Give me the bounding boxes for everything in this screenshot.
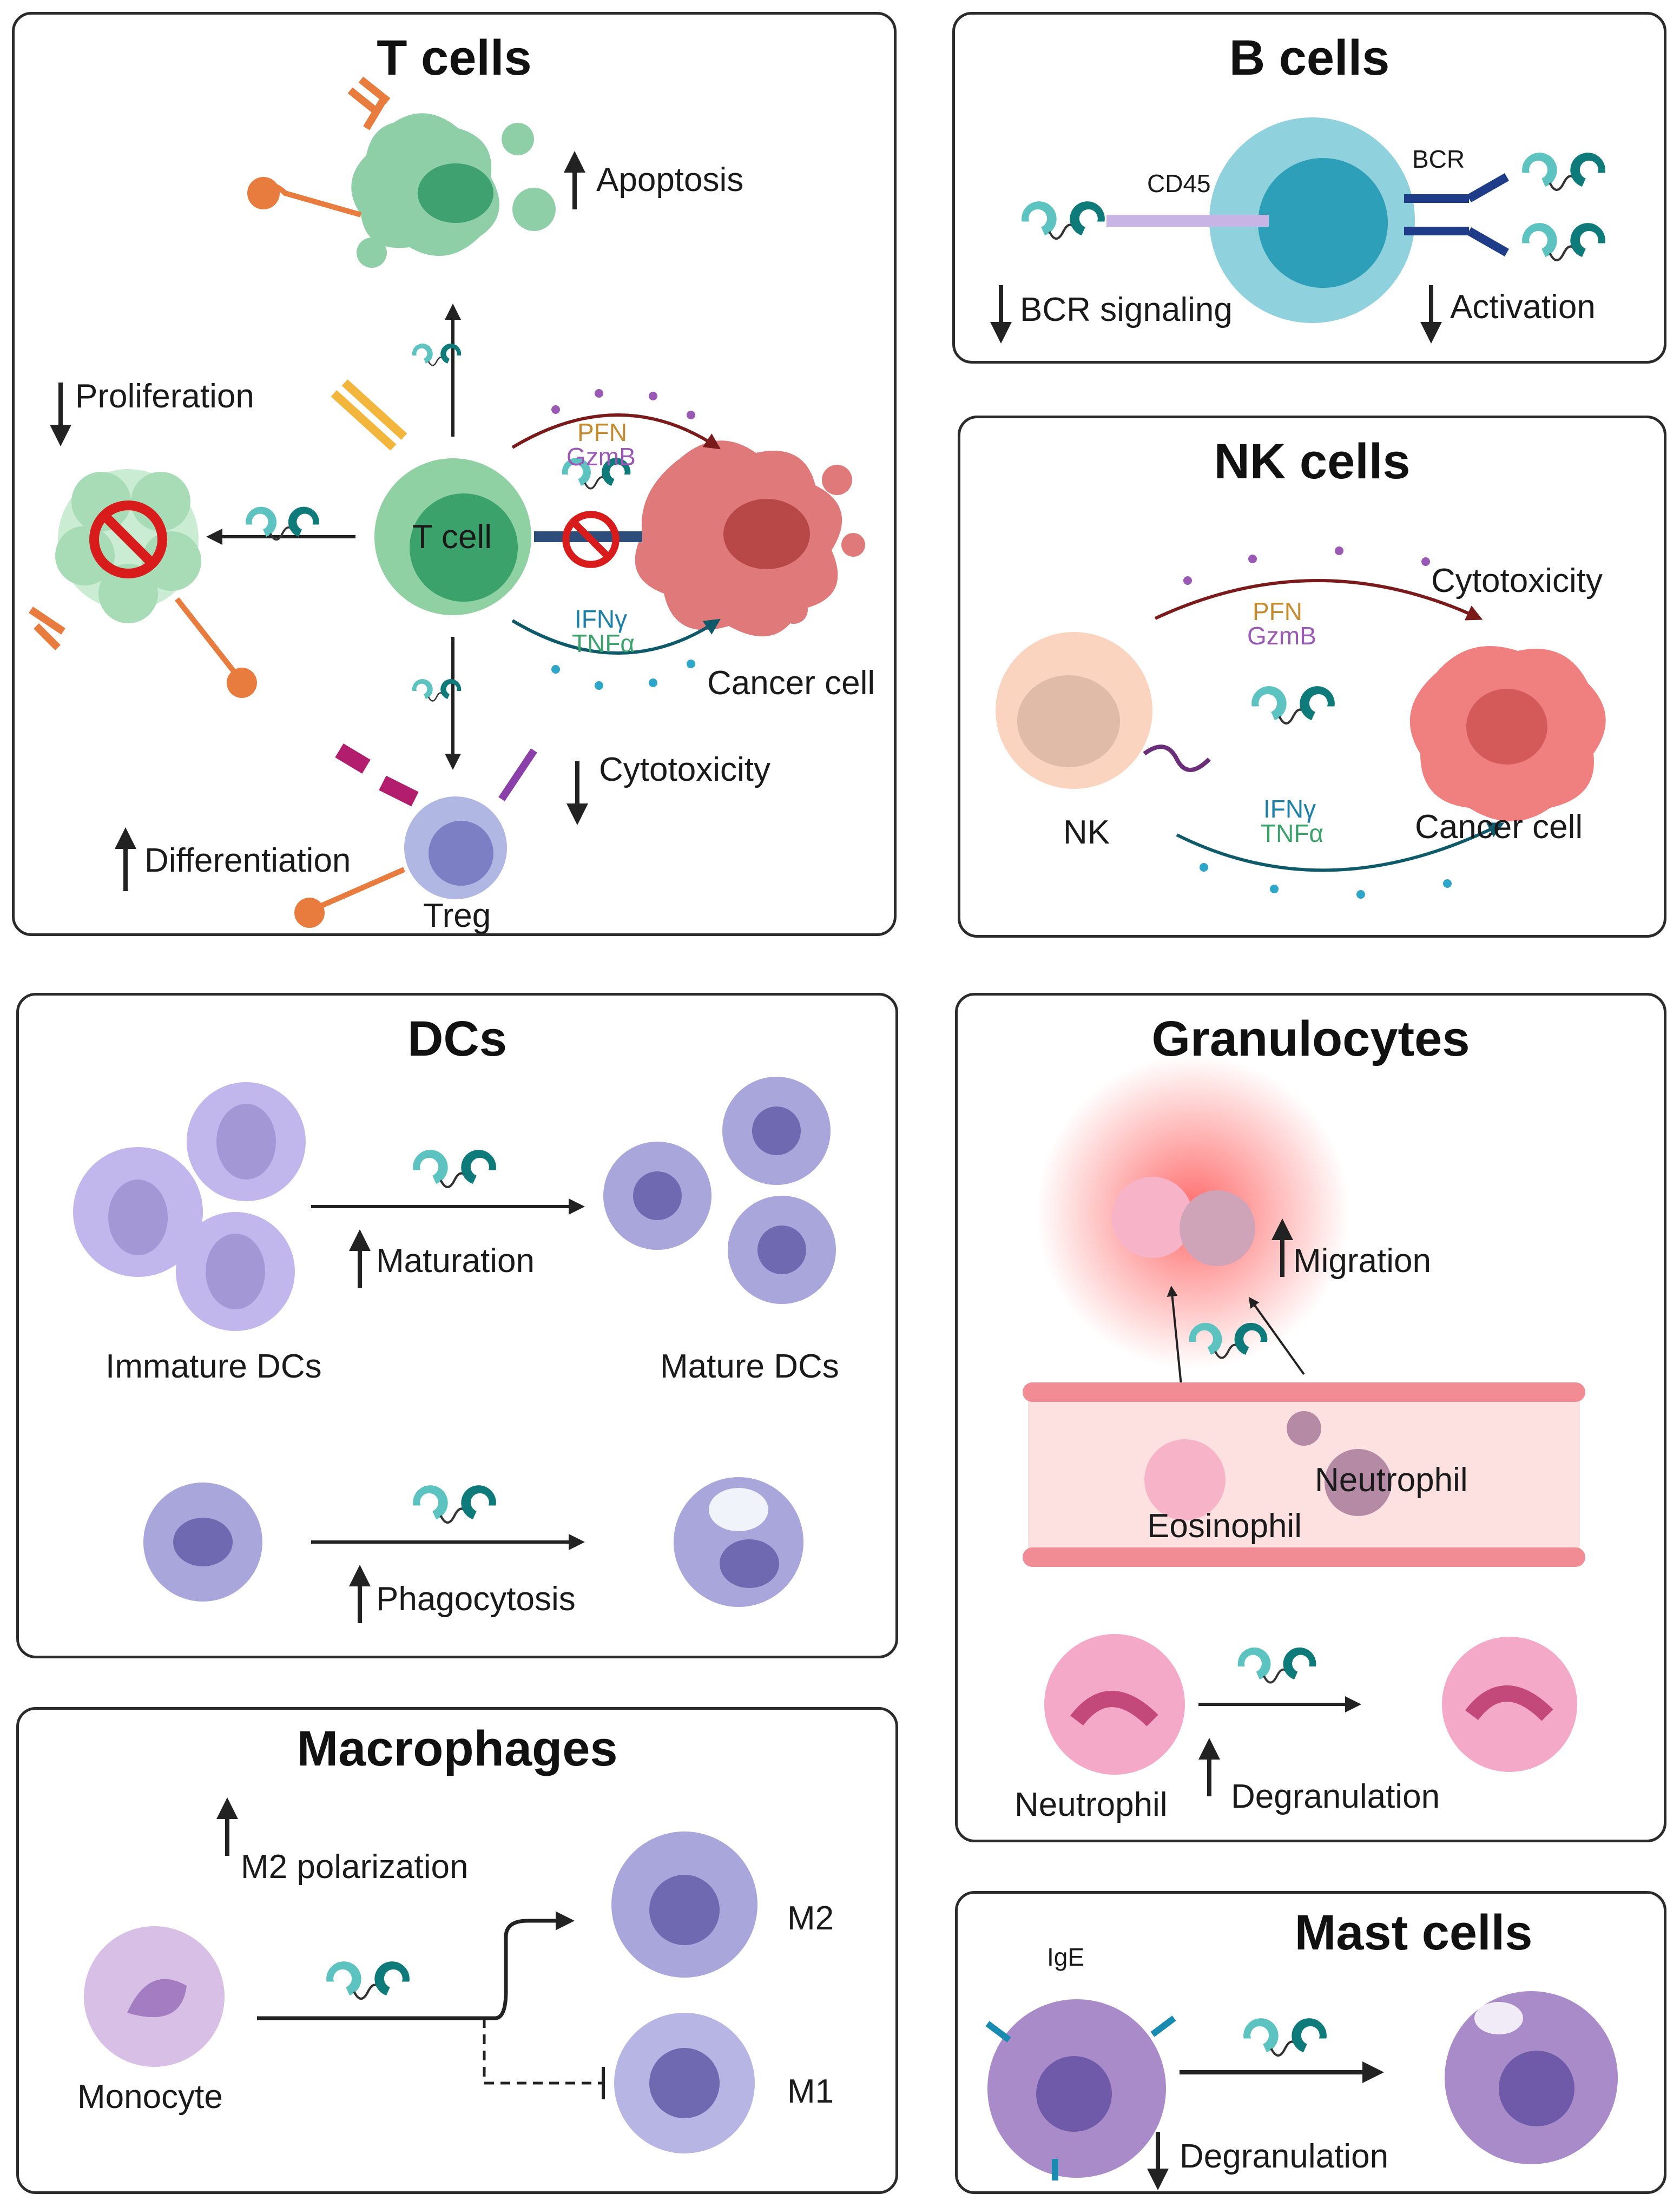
ige-label: IgE xyxy=(1047,1943,1085,1971)
bcr-label: BCR xyxy=(1412,145,1465,173)
maturation-label: Maturation xyxy=(376,1242,535,1280)
blood-vessel xyxy=(1023,1382,1585,1567)
immature-dcs-label: Immature DCs xyxy=(106,1348,322,1385)
mast-cells-illustration xyxy=(985,1991,1618,2190)
cancer-cell-label: Cancer cell xyxy=(707,664,875,702)
proliferation-label: Proliferation xyxy=(75,378,254,415)
cytotoxicity-label: Cytotoxicity xyxy=(1431,562,1603,599)
panel-title: B cells xyxy=(1229,30,1390,85)
degranulation-label: Degranulation xyxy=(1231,1778,1440,1815)
ifng-label: IFNγ xyxy=(575,605,628,633)
panel-title: NK cells xyxy=(1214,434,1411,489)
tnfa-label: TNFα xyxy=(572,629,635,657)
panel-title: DCs xyxy=(407,1011,508,1066)
t-cell xyxy=(331,379,531,615)
nk-cell xyxy=(996,632,1211,789)
degranulation-label: Degranulation xyxy=(1180,2138,1389,2175)
panel-title: Mast cells xyxy=(1294,1905,1533,1960)
treg-cell xyxy=(294,743,537,928)
nk-cells-illustration xyxy=(996,546,1606,899)
immature-dcs xyxy=(73,1082,306,1331)
monocyte-label: Monocyte xyxy=(77,2078,223,2116)
panel-title: Macrophages xyxy=(297,1721,618,1776)
t-cells-illustration xyxy=(29,76,865,928)
degranulated-neutrophil xyxy=(1442,1637,1577,1772)
mast-cell xyxy=(987,1999,1166,2178)
neutrophil-cell xyxy=(1044,1634,1185,1775)
bcr-signaling-label: BCR signaling xyxy=(1020,291,1233,328)
m2-macrophage xyxy=(611,1832,757,1978)
monocyte-cell xyxy=(84,1926,225,2067)
m1-label: M1 xyxy=(787,2073,834,2110)
pfn-label: PFN xyxy=(577,418,627,446)
eosinophil-label: Eosinophil xyxy=(1147,1507,1302,1545)
granulocytes-illustration xyxy=(1023,1055,1585,1796)
b-cells-panel: B cells CD45 BCR BCR signaling Activatio… xyxy=(952,12,1666,364)
neutrophil-vessel-label: Neutrophil xyxy=(1315,1461,1468,1499)
phagocytosis-label: Phagocytosis xyxy=(376,1580,576,1618)
treg-label: Treg xyxy=(423,897,491,934)
antibody-receptor xyxy=(247,76,391,218)
gzmb-label: GzmB xyxy=(1247,622,1316,650)
macrophages-panel: Macrophages M2 polarization Monocyte M2 … xyxy=(16,1707,898,2194)
t-cells-panel: T cells xyxy=(12,12,897,936)
b-cells-illustration xyxy=(990,117,1669,344)
macrophages-illustration xyxy=(84,1797,757,2153)
degranulated-mast-cell xyxy=(1445,1991,1618,2164)
nk-label: NK xyxy=(1063,814,1110,851)
mature-dcs-label: Mature DCs xyxy=(660,1348,839,1385)
gzmb-label: GzmB xyxy=(566,443,636,471)
cancer-cell-label: Cancer cell xyxy=(1415,808,1583,846)
activation-label: Activation xyxy=(1450,288,1596,326)
apoptosis-label: Apoptosis xyxy=(596,161,744,199)
m1-macrophage xyxy=(614,2013,755,2153)
differentiation-label: Differentiation xyxy=(144,842,351,879)
cytotoxicity-label: Cytotoxicity xyxy=(599,751,770,788)
mast-cells-panel: Mast cells IgE Degranulation xyxy=(955,1891,1666,2194)
granulocytes-panel: Granulocytes Migration Neutrophil Eosino… xyxy=(955,993,1666,1842)
cd45-label: CD45 xyxy=(1147,169,1211,197)
cd45-receptor xyxy=(1106,215,1269,227)
ifng-label: IFNγ xyxy=(1263,795,1316,823)
dc-after-phagocytosis xyxy=(674,1477,803,1607)
m2-label: M2 xyxy=(787,1900,834,1937)
m2-polarization-label: M2 polarization xyxy=(241,1848,469,1886)
pfn-label: PFN xyxy=(1253,597,1302,625)
mature-dcs xyxy=(603,1077,836,1304)
dcs-illustration xyxy=(73,1077,836,1623)
migration-label: Migration xyxy=(1293,1242,1431,1280)
neutrophil-label: Neutrophil xyxy=(1014,1786,1168,1823)
proliferating-cells xyxy=(29,469,257,698)
t-cell-label: T cell xyxy=(412,518,492,556)
nk-cells-panel: NK cells Cytotoxicity PFN GzmB NK IFNγ T… xyxy=(958,416,1666,938)
cancer-cell xyxy=(1409,646,1606,821)
dcs-panel: DCs Maturation Immature DCs Mature DCs P… xyxy=(16,993,898,1658)
tnfa-label: TNFα xyxy=(1261,819,1324,847)
cancer-cell xyxy=(635,440,865,637)
apoptotic-cell xyxy=(351,113,556,268)
dc-before-phagocytosis xyxy=(143,1483,262,1602)
panel-title: T cells xyxy=(377,30,532,85)
